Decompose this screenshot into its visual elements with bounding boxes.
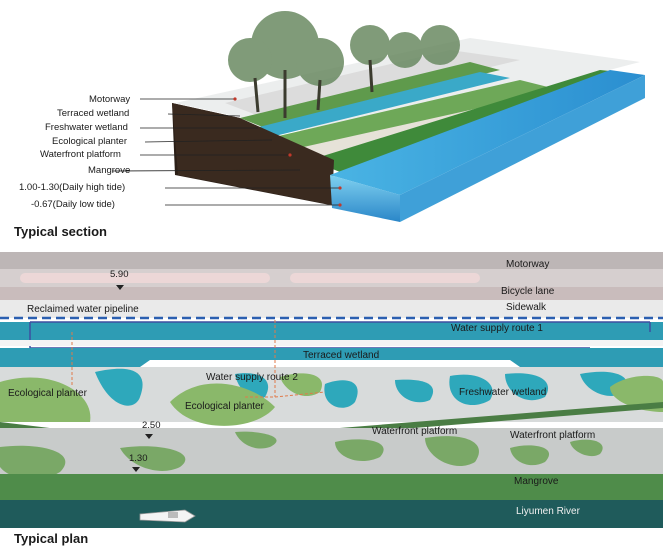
river-zone [0,500,663,528]
terraced-wetland-band [0,348,663,367]
waterfront-pods [0,431,603,480]
plan-label-supply-route-1: Water supply route 1 [451,323,543,334]
terrace-strip-2 [270,80,560,150]
plan-title: Typical plan [14,531,89,546]
section-label-high-tide: 1.00-1.30(Daily high tide) [19,182,126,193]
water-front [330,175,400,222]
eco-planters [0,373,663,426]
median-green [20,273,270,283]
plan-label-waterfront-platform-2: Waterfront platform [510,430,596,441]
section-label-freshwater-wetland: Freshwater wetland [45,122,128,133]
leader-dots [233,97,342,207]
plan-label-mangrove: Mangrove [514,476,559,487]
supply-channel [0,322,663,342]
plan-label-sidewalk: Sidewalk [506,302,547,313]
plan-label-motorway: Motorway [506,259,550,270]
section-label-waterfront-platform: Waterfront platform [40,149,121,160]
plan-label-eco-planter-mid: Ecological planter [185,401,264,412]
tree-canopy [228,11,460,86]
plan-label-waterfront-platform-1: Waterfront platform [372,426,458,437]
plan-elevation-130: 1.30 [129,453,148,464]
water-top [330,70,645,195]
plan-label-eco-planter-left: Ecological planter [8,388,87,399]
terrace-water [255,72,510,136]
section-illustration [111,11,645,222]
terrace-strip [240,62,500,128]
section-label-terraced-wetland: Terraced wetland [57,108,130,119]
section-title: Typical section [14,224,107,239]
plan-label-terraced-wetland: Terraced wetland [303,350,380,361]
section-label-low-tide: -0.67(Daily low tide) [31,199,115,210]
divider-strip [0,340,663,346]
leader-lines [111,98,340,206]
water-side [400,75,645,222]
plan-label-freshwater-wetland: Freshwater wetland [459,387,547,398]
boat-icon [139,509,196,523]
water-route-2-arrows [71,320,326,398]
sidewalk-band [0,300,663,318]
tree-trunks [253,59,374,118]
plan-illustration [0,252,663,528]
plan-label-supply-route-2: Water supply route 2 [206,372,298,383]
section-label-motorway: Motorway [89,94,131,105]
section-label-mangrove: Mangrove [88,165,131,176]
section-label-ecological-planter: Ecological planter [52,136,127,147]
median-green-2 [290,273,480,283]
plan-label-reclaimed-pipeline: Reclaimed water pipeline [27,304,139,315]
elevation-markers [116,285,153,472]
plan-elevation-590: 5.90 [110,269,129,280]
bicycle-lane-band [0,287,663,300]
plan-label-bicycle-lane: Bicycle lane [501,286,555,297]
plan-elevation-250: 2.50 [142,420,161,431]
soil-front [172,103,334,205]
mangrove-zone [0,474,663,500]
plan-label-river: Liyumen River [516,506,580,517]
